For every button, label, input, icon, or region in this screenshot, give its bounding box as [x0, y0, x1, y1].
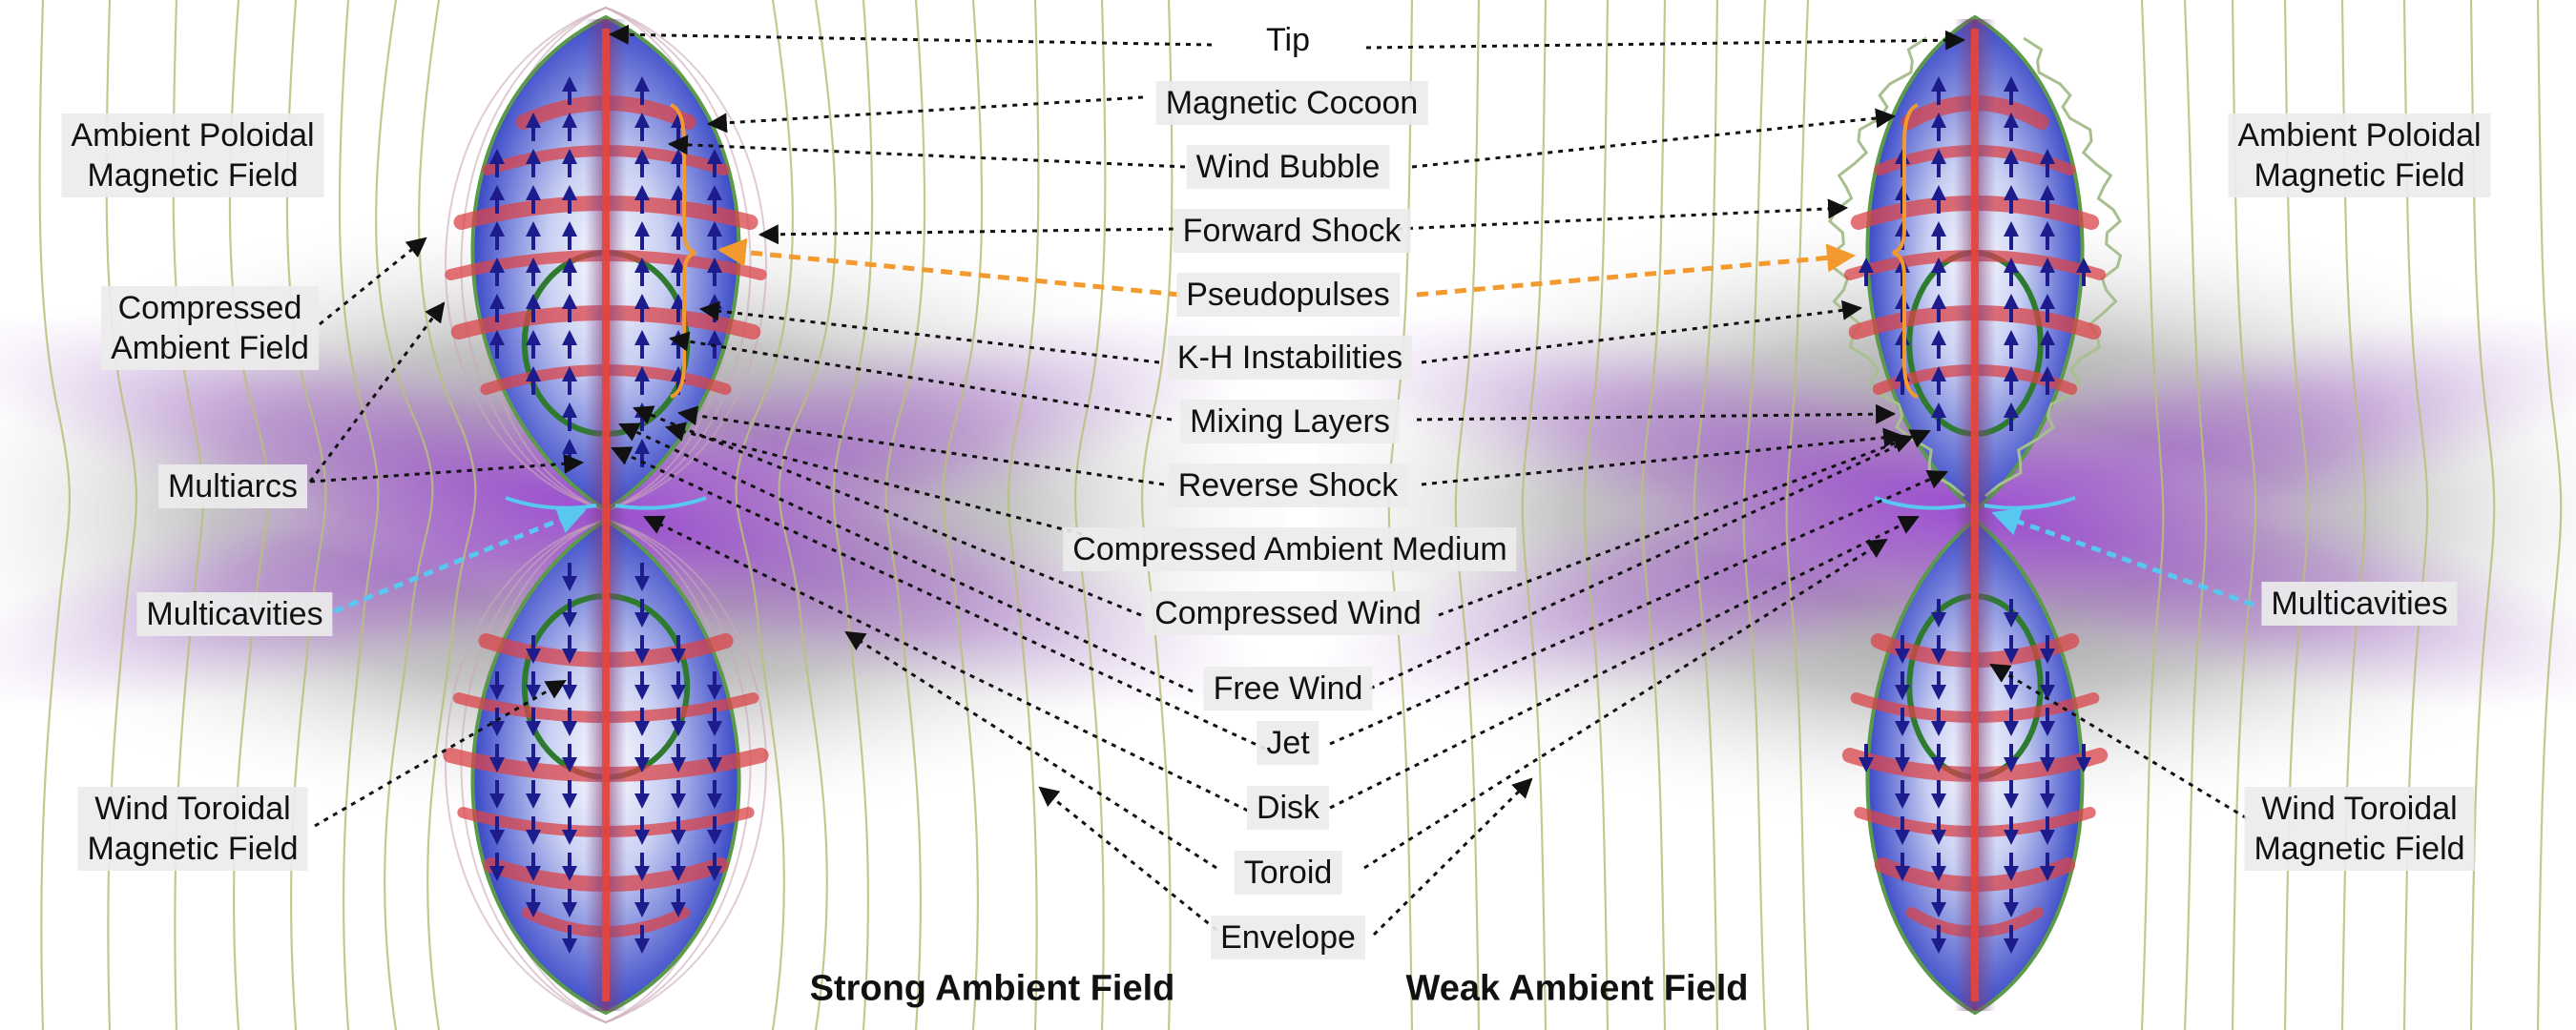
label-mixing-layers: Mixing Layers	[1180, 400, 1400, 443]
pointer-jet-left	[611, 446, 1266, 751]
field-line	[1785, 0, 1810, 1030]
bubble-weak	[1827, 14, 2123, 1016]
label-wind-bubble: Wind Bubble	[1186, 145, 1390, 189]
panel-title-strong: Strong Ambient Field	[809, 968, 1175, 1009]
panel-title-weak: Weak Ambient Field	[1405, 968, 1749, 1009]
field-line	[778, 0, 837, 1030]
pointer-envelope-left	[1038, 786, 1217, 932]
field-line	[1454, 0, 1481, 1030]
field-line	[1521, 0, 1548, 1030]
label-kh-instabilities: K-H Instabilities	[1167, 336, 1413, 380]
pointer-tip-right	[1365, 30, 1966, 51]
pointer-wind-toroidal-right	[1989, 663, 2248, 820]
field-line	[2183, 0, 2208, 1030]
pointer-compressed-medium-left	[664, 422, 1083, 536]
label-reverse-shock: Reverse Shock	[1168, 464, 1408, 507]
label-free-wind: Free Wind	[1203, 667, 1373, 711]
label-forward-shock: Forward Shock	[1173, 209, 1411, 253]
label-magnetic-cocoon: Magnetic Cocoon	[1155, 81, 1428, 125]
pseudopulse-bracket	[670, 103, 696, 399]
field-line	[832, 0, 874, 1030]
pointer-toroid-right	[1363, 538, 1888, 870]
field-line	[2469, 0, 2496, 1030]
pointer-envelope-right	[1372, 777, 1533, 937]
field-line	[2140, 0, 2165, 1030]
pointer-kh-left	[698, 300, 1160, 364]
field-line	[1073, 0, 1107, 1030]
kh-edge	[1984, 36, 2123, 498]
wind-arrows	[489, 76, 722, 954]
label-left-multicavities: Multicavities	[136, 592, 333, 636]
label-right-ambient-poloidal: Ambient Poloidal Magnetic Field	[2228, 113, 2491, 197]
field-line	[2536, 0, 2563, 1030]
pointer-disk-right	[1329, 515, 1920, 810]
pointer-free-wind-left	[618, 422, 1194, 693]
multicavity-bracket	[505, 496, 707, 510]
field-line	[1742, 0, 1767, 1030]
pointer-compressed-wind-right	[1438, 433, 1914, 617]
pointer-mixing-left	[668, 331, 1173, 422]
pointer-reverse-shock-left	[676, 405, 1165, 486]
label-envelope: Envelope	[1211, 916, 1365, 959]
pointer-compressed-ambient	[319, 237, 427, 326]
pointer-disk-left	[643, 515, 1249, 813]
label-left-wind-toroidal: Wind Toroidal Magnetic Field	[77, 787, 308, 871]
label-left-multiarcs: Multiarcs	[157, 464, 308, 508]
multicavity-bracket	[1874, 496, 2076, 510]
pointer-bubble-right	[1411, 108, 1897, 169]
pointer-jet-right	[1329, 470, 1948, 746]
pointer-multicavities-left	[333, 506, 587, 614]
label-tip: Tip	[1266, 22, 1310, 58]
label-compressed-ambient-medium: Compressed Ambient Medium	[1063, 527, 1517, 571]
label-right-multicavities: Multicavities	[2261, 582, 2458, 626]
label-disk: Disk	[1246, 786, 1330, 830]
field-line	[1640, 0, 1667, 1030]
pointer-pseudopulses-left	[717, 237, 1181, 298]
label-jet: Jet	[1257, 721, 1319, 765]
label-pseudopulses: Pseudopulses	[1176, 273, 1400, 317]
ambient-field-lines	[38, 0, 2563, 1030]
pointer-free-wind-right	[1369, 429, 1931, 690]
pointer-lines	[308, 24, 2254, 937]
field-line	[1583, 0, 1610, 1030]
label-left-compressed-ambient: Compressed Ambient Field	[101, 286, 319, 370]
field-line	[1140, 0, 1174, 1030]
field-line	[942, 0, 984, 1030]
label-left-ambient-poloidal: Ambient Poloidal Magnetic Field	[61, 113, 324, 197]
pointer-cocoon-left	[706, 95, 1144, 134]
field-line	[38, 0, 72, 1030]
field-line	[375, 0, 434, 1030]
pseudopulse-bracket	[1892, 103, 1919, 399]
label-toroid: Toroid	[1234, 851, 1342, 895]
pointer-reverse-shock-right	[1421, 427, 1904, 486]
pointer-pseudopulses-right	[1416, 243, 1856, 298]
label-compressed-wind: Compressed Wind	[1145, 591, 1431, 635]
pointer-multiarcs-b	[309, 453, 585, 484]
field-line	[1007, 0, 1040, 1030]
pointer-multicavities-right	[1991, 507, 2254, 608]
field-line	[418, 0, 477, 1030]
pointer-kh-right	[1421, 299, 1863, 364]
pointer-compressed-wind-left	[633, 405, 1142, 617]
field-line	[1693, 0, 1719, 1030]
pointer-tip-left	[608, 24, 1213, 47]
pointer-bubble-left	[667, 134, 1186, 169]
pointer-forward-shock-right	[1397, 198, 1849, 231]
label-right-wind-toroidal: Wind Toroidal Magnetic Field	[2244, 787, 2475, 871]
